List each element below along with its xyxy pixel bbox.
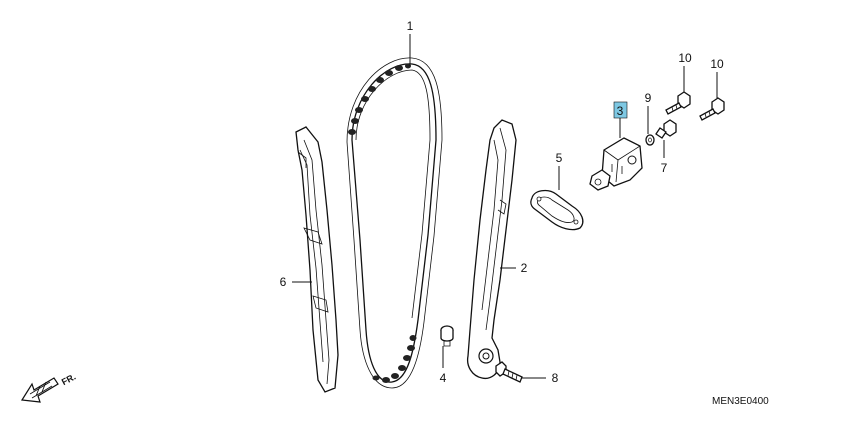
callout-5: 5 [556,151,563,165]
diagram-code: MEN3E0400 [712,396,769,407]
chain-links-upper [348,63,411,135]
callout-8: 8 [552,371,559,385]
callout-2: 2 [521,261,528,275]
callout-4: 4 [440,371,447,385]
gasket-part[interactable] [530,189,584,231]
callout-3-highlight [613,101,628,119]
upper-bolt-a-part[interactable] [665,91,691,115]
cam-chain-part[interactable] [346,57,443,389]
tensioner-lifter-part[interactable] [589,137,643,191]
callout-10-a: 10 [678,51,692,65]
callout-3: 3 [617,104,624,118]
callout-1: 1 [407,19,414,33]
pivot-bolt-part[interactable] [440,325,454,347]
sealing-bolt-part[interactable] [655,119,677,139]
callout-7: 7 [661,161,668,175]
front-direction-arrow-icon [20,377,59,403]
upper-bolt-b-part[interactable] [699,97,725,121]
callout-9: 9 [645,91,652,105]
leader-lines [292,34,718,379]
front-direction-label: FR. [60,372,77,388]
callout-10-b: 10 [710,57,724,71]
washer-part[interactable] [645,134,655,146]
tensioner-arm-part[interactable] [466,119,517,380]
chain-links-lower [372,335,417,383]
arm-bolt-part[interactable] [495,361,523,383]
callout-6: 6 [280,275,287,289]
chain-guide-part[interactable] [295,126,339,393]
